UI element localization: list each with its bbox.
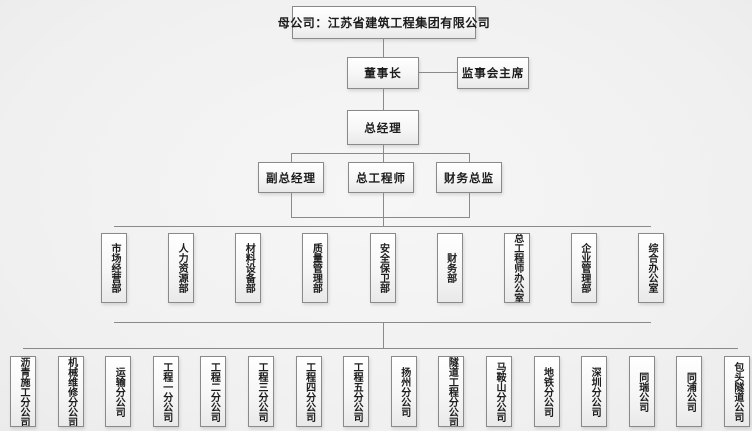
- connector-cfo-down: [469, 193, 470, 217]
- dept-label: 质量管理部: [310, 243, 322, 293]
- branch-engineering-3: 工程三分公司: [247, 356, 274, 427]
- dept-label: 市场经营部: [109, 243, 120, 293]
- connector-deputy-down: [291, 193, 292, 217]
- connector-department-bus: [114, 226, 651, 227]
- connector-gm-drop: [383, 145, 384, 153]
- branch-label: 工程二分公司: [208, 361, 220, 422]
- branch-label: 扬州分公司: [398, 366, 410, 417]
- branch-label: 工程一分公司: [160, 361, 172, 422]
- dept-chief-engineer-office: 总工程师办公室: [503, 233, 530, 303]
- node-supervisory-board-chairman: 监事会主席: [457, 57, 529, 89]
- connector-root-to-chairman: [383, 39, 384, 57]
- branch-asphalt-construction: 沥青施工分公司: [10, 356, 36, 427]
- dept-label: 财务部: [444, 253, 456, 283]
- branch-label: 工程五分公司: [351, 361, 363, 422]
- connector-branch-bus: [23, 348, 738, 349]
- dept-finance: 财务部: [436, 233, 463, 303]
- dept-label: 企业管理部: [578, 243, 590, 293]
- branch-tongrui: 同瑞公司: [628, 356, 655, 427]
- dept-marketing: 市场经营部: [101, 233, 127, 303]
- dept-safety-security: 安全保卫部: [369, 233, 396, 303]
- node-general-manager: 总经理: [347, 110, 419, 145]
- branch-label: 包头隧道公司: [731, 361, 743, 422]
- connector-executives-top-bus: [291, 153, 470, 154]
- branch-machinery-maintenance: 机械维修分公司: [57, 356, 84, 427]
- dept-general-office: 综合办公室: [638, 233, 664, 303]
- node-deputy-general-manager: 副总经理: [258, 162, 324, 193]
- branch-row: 沥青施工分公司 机械维修分公司 运输分公司 工程一分公司 工程二分公司 工程三分…: [10, 356, 750, 427]
- branch-label: 同浦公司: [684, 371, 696, 412]
- branch-label: 深圳分公司: [589, 366, 601, 417]
- branch-maanshan: 马鞍山分公司: [485, 356, 512, 427]
- connector-executives-bottom-bus: [291, 217, 470, 218]
- branch-engineering-1: 工程一分公司: [152, 356, 179, 427]
- department-row: 市场经营部 人力资源部 材料设备部 质量管理部 安全保卫部 财务部 总工程师办公…: [101, 233, 664, 303]
- branch-transport: 运输分公司: [105, 356, 132, 427]
- dept-label: 人力资源部: [176, 243, 188, 293]
- dept-label: 总工程师办公室: [511, 233, 523, 303]
- connector-stub-deputy: [291, 153, 292, 162]
- dept-enterprise-management: 企业管理部: [570, 233, 597, 303]
- branch-engineering-5: 工程五分公司: [343, 356, 370, 427]
- node-finance-director: 财务总监: [436, 162, 502, 193]
- branch-yangzhou: 扬州分公司: [390, 356, 417, 427]
- dept-human-resources: 人力资源部: [168, 233, 195, 303]
- branch-baotou-tunnel: 包头隧道公司: [723, 356, 750, 427]
- node-chairman: 董事长: [347, 57, 419, 89]
- node-parent-company: 母公司：江苏省建筑工程集团有限公司: [278, 6, 490, 39]
- branch-label: 隧道工程分公司: [446, 356, 458, 427]
- dept-label: 材料设备部: [243, 243, 255, 293]
- branch-tongpu: 同浦公司: [676, 356, 703, 427]
- dept-quality-management: 质量管理部: [302, 233, 329, 303]
- dept-label: 综合办公室: [646, 243, 657, 293]
- connector-stub-cfo: [469, 153, 470, 162]
- dept-materials-equipment: 材料设备部: [235, 233, 262, 303]
- connector-department-bottom-bus: [114, 322, 651, 323]
- branch-engineering-2: 工程二分公司: [200, 356, 227, 427]
- branch-shenzhen: 深圳分公司: [581, 356, 608, 427]
- branch-metro: 地铁分公司: [533, 356, 560, 427]
- node-chief-engineer: 总工程师: [348, 162, 414, 193]
- connector-stub-chief: [383, 153, 384, 162]
- branch-label: 同瑞公司: [636, 371, 648, 412]
- branch-label: 地铁分公司: [541, 366, 553, 417]
- branch-label: 马鞍山分公司: [493, 361, 505, 422]
- branch-label: 机械维修分公司: [65, 356, 77, 427]
- connector-chairman-to-gm: [383, 89, 384, 110]
- connector-center-to-branch-bus: [383, 322, 384, 348]
- dept-label: 安全保卫部: [377, 243, 389, 293]
- branch-label: 运输分公司: [113, 366, 125, 417]
- branch-engineering-4: 工程四分公司: [295, 356, 322, 427]
- branch-label: 工程四分公司: [303, 361, 315, 422]
- branch-tunnel-engineering: 隧道工程分公司: [438, 356, 465, 427]
- connector-center-to-dept-bus: [383, 193, 384, 226]
- connector-chairman-to-supervisor: [419, 72, 457, 73]
- branch-label: 沥青施工分公司: [18, 356, 29, 427]
- branch-label: 工程三分公司: [255, 361, 267, 422]
